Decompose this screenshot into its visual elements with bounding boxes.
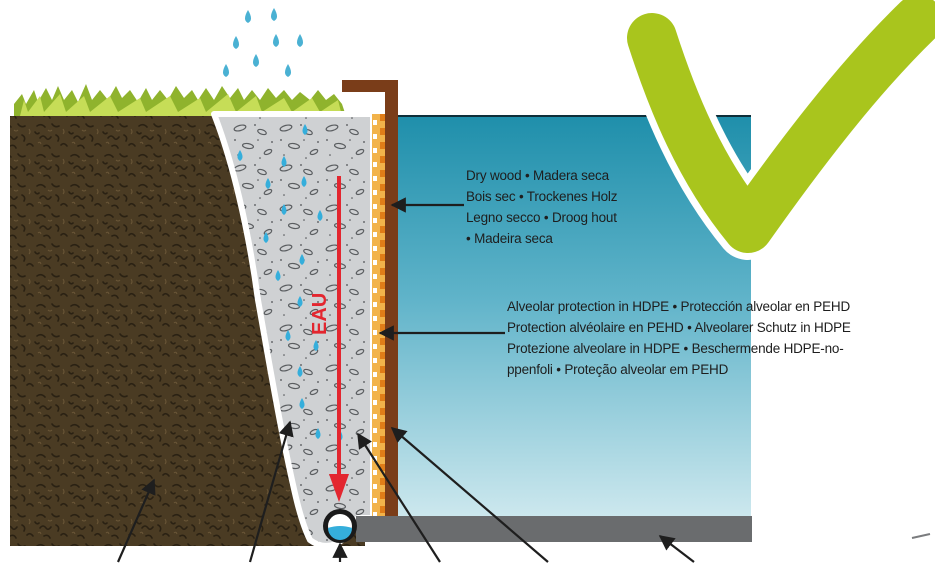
arrow-to-soil [116, 478, 156, 563]
arrow-to-gravel [357, 432, 441, 563]
check-mark-icon [627, 0, 935, 253]
leader-arrows [116, 197, 695, 563]
alveolar-protection-label-line: Alveolar protection in HDPE • Protección… [507, 299, 850, 314]
water-flow-arrow [329, 176, 349, 502]
dry-wood-label-line: Bois sec • Trockenes Holz [466, 189, 618, 204]
grass [14, 84, 346, 116]
dry-wood-label-line: • Madeira seca [466, 231, 553, 246]
concrete-slab [356, 516, 752, 542]
dry-wood-label-line: Legno secco • Droog hout [466, 210, 617, 225]
edge-mark [911, 533, 931, 539]
arrow-to-slab [658, 535, 695, 563]
alveolar-protection-label-line: Protezione alveolare in HDPE • Bescherme… [507, 341, 844, 356]
dry-wood-label: Dry wood • Madera seca Bois sec • Trocke… [466, 165, 617, 249]
alveolar-protection-label: Alveolar protection in HDPE • Protección… [507, 296, 851, 380]
rain-drops-icon [223, 8, 303, 77]
arrow-to-geotextile [248, 420, 294, 563]
arrow-to-wood-base [390, 426, 549, 563]
hdpe-alveolar-protection [372, 114, 385, 518]
dry-wood-label-line: Dry wood • Madera seca [466, 168, 609, 183]
dry-wood-panel [342, 80, 398, 518]
alveolar-protection-label-line: ppenfoli • Proteção alveolar em PEHD [507, 362, 729, 377]
drain-pipe-icon [323, 509, 357, 543]
alveolar-protection-label-line: Protection alvéolaire en PEHD • Alveolar… [507, 320, 851, 335]
soil [10, 116, 314, 546]
water-flow-label: EAU [309, 293, 331, 335]
